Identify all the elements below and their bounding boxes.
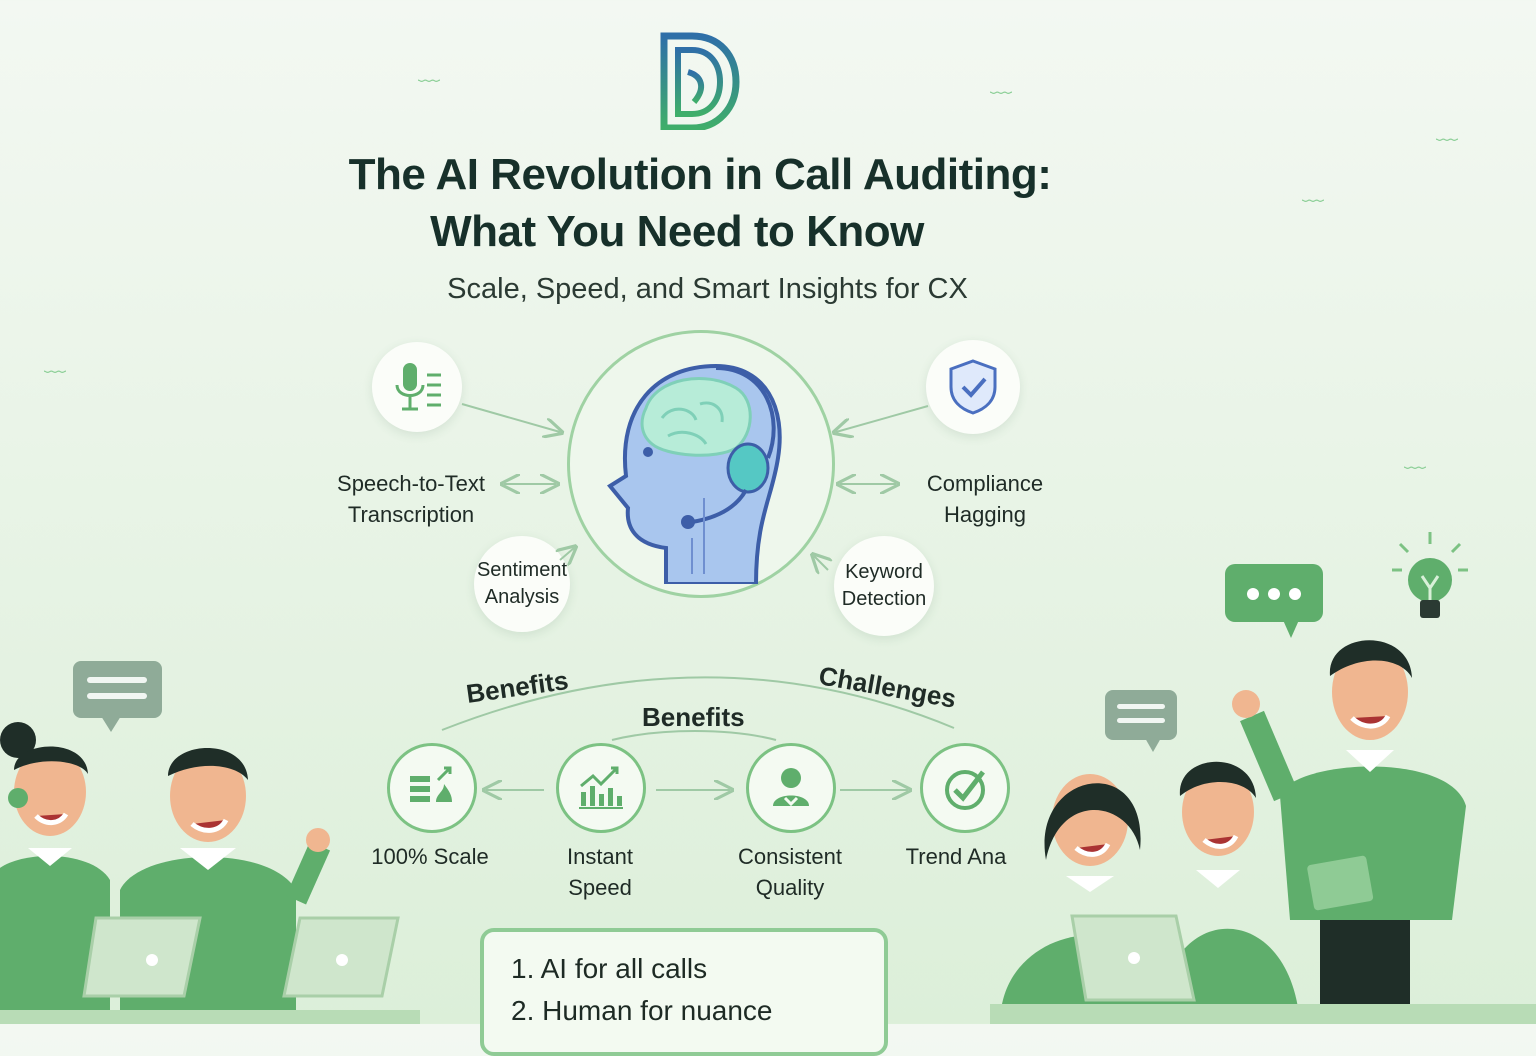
brand-logo xyxy=(658,32,740,132)
wave-decoration: ﹏ xyxy=(1302,180,1325,205)
connector-arrows xyxy=(441,403,955,1024)
page-title: The AI Revolution in Call Auditing: xyxy=(348,150,1052,199)
wave-decoration: ﹏ xyxy=(1404,447,1427,472)
keyword-node: Keyword Detection xyxy=(834,536,934,636)
page-subtitle: Scale, Speed, and Smart Insights for CX xyxy=(447,273,968,305)
benefit-quality-node xyxy=(746,743,836,833)
wave-decoration: ﹏ xyxy=(44,351,67,376)
compliance-label: Compliance Hagging xyxy=(926,471,1044,527)
bar-trend-icon xyxy=(579,766,623,809)
person-icon xyxy=(773,768,809,807)
shield-check-icon xyxy=(949,359,997,415)
sentiment-node: Sentiment Analysis xyxy=(474,536,570,632)
benefit-quality-label: Consistent Quality xyxy=(738,844,842,900)
compliance-node xyxy=(926,340,1020,434)
wave-decoration: ﹏ xyxy=(990,72,1013,97)
list-item-ai: 1. AI for all calls xyxy=(511,953,708,984)
benefit-speed-node xyxy=(556,743,646,833)
lightbulb-icon xyxy=(1392,532,1468,618)
benefit-scale-node xyxy=(387,743,477,833)
benefit-scale-label: 100% Scale xyxy=(371,844,489,869)
benefit-speed-label: Instant Speed xyxy=(566,844,634,900)
chat-bubble-icon xyxy=(73,661,162,732)
benefit-trend-node xyxy=(920,743,1010,833)
chat-typing-bubble-icon xyxy=(1225,564,1323,638)
agent-team-right-illustration xyxy=(990,640,1536,1024)
keyword-label: Keyword Detection xyxy=(841,561,927,610)
wave-decoration: ﹏ xyxy=(1436,119,1459,144)
approach-list-box xyxy=(480,928,888,1056)
benefits-center-label: Benefits xyxy=(642,702,745,732)
sentiment-label: Sentiment Analysis xyxy=(476,559,568,608)
speech-to-text-label: Speech-to-Text Transcription xyxy=(337,471,485,527)
page-title-line2: What You Need to Know xyxy=(430,207,924,256)
scale-chart-icon xyxy=(410,766,452,802)
microphone-icon xyxy=(395,363,441,411)
list-item-human: 2. Human for nuance xyxy=(511,995,773,1026)
check-circle-icon xyxy=(945,770,985,810)
speech-to-text-node xyxy=(372,342,462,432)
chat-bubble-icon-right xyxy=(1105,690,1177,752)
ai-head-icon xyxy=(596,348,796,586)
wave-decoration: ﹏ xyxy=(418,60,441,85)
agent-team-left-illustration xyxy=(0,722,420,1024)
benefit-trend-label: Trend Ana xyxy=(905,844,1007,869)
